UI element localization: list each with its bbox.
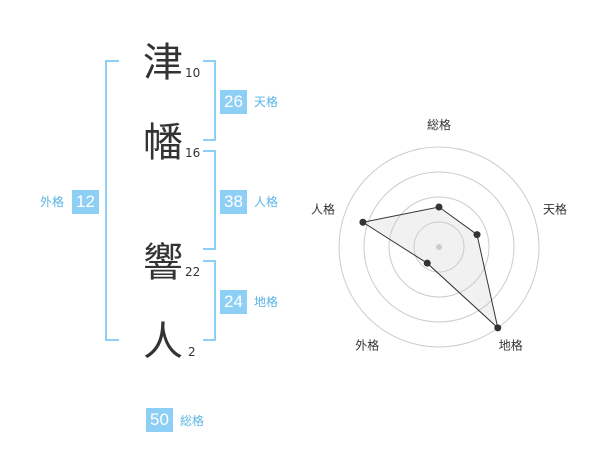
radar-axis-label-3: 地格 (499, 338, 523, 353)
name-char-2: 幡 (143, 120, 183, 166)
stroke-count-2: 16 (185, 146, 201, 160)
tenkaku-label: 天格 (254, 95, 279, 109)
name-char-4: 人 (143, 319, 183, 365)
name-char-3: 響 (143, 240, 183, 286)
soukaku-label: 総格 (180, 414, 205, 428)
radar-point-1 (435, 203, 443, 211)
gaikaku-bracket (105, 60, 119, 341)
gaikaku-label: 外格 (40, 195, 65, 209)
tenkaku-badge: 26 (220, 90, 247, 114)
radar-point-4 (423, 259, 431, 267)
jinkaku-label: 人格 (254, 195, 279, 209)
tenkaku-bracket (203, 60, 216, 141)
radar-axis-label-4: 外格 (355, 338, 379, 353)
stroke-count-1: 10 (185, 66, 201, 80)
gaikaku-badge: 12 (72, 190, 99, 214)
jinkaku-bracket (203, 150, 216, 250)
chikaku-badge: 24 (220, 290, 247, 314)
radar-center-dot (436, 244, 442, 250)
radar-axis-label-5: 人格 (311, 201, 335, 216)
name-char-1: 津 (143, 40, 183, 86)
radar-grid-ring-2 (388, 196, 490, 298)
stroke-count-3: 22 (185, 265, 201, 279)
radar-axis-label-2: 天格 (543, 201, 567, 216)
stroke-count-4: 2 (188, 345, 196, 359)
radar-grid-ring-1 (413, 221, 465, 273)
jinkaku-badge: 38 (220, 190, 247, 214)
radar-point-5 (359, 218, 367, 226)
radar-grid-ring-3 (363, 171, 515, 323)
radar-polygon (361, 206, 499, 330)
radar-grid-ring-4 (338, 146, 540, 348)
radar-point-2 (473, 231, 481, 239)
radar-point-3 (494, 324, 502, 332)
chikaku-label: 地格 (254, 295, 279, 309)
radar-axis-label-1: 総格 (427, 117, 451, 132)
soukaku-badge: 50 (146, 408, 173, 432)
chikaku-bracket (203, 260, 216, 341)
